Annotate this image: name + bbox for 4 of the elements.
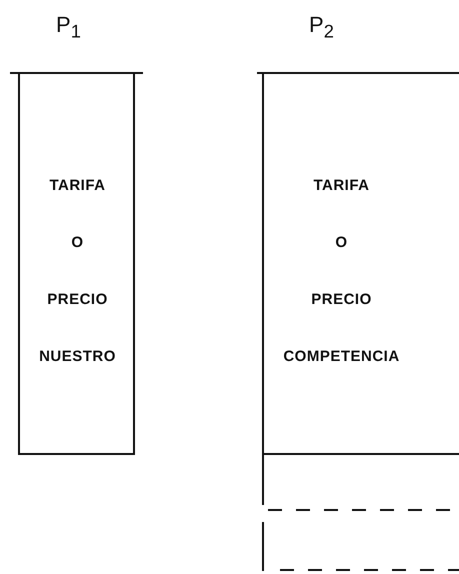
column-label: TARIFA O PRECIO NUESTRO <box>38 176 117 367</box>
column-label: TARIFA O PRECIO COMPETENCIA <box>282 176 401 367</box>
price-symbol: P$_{1}$ <box>56 12 81 42</box>
price-symbol: P$_{2}$ <box>309 12 334 42</box>
